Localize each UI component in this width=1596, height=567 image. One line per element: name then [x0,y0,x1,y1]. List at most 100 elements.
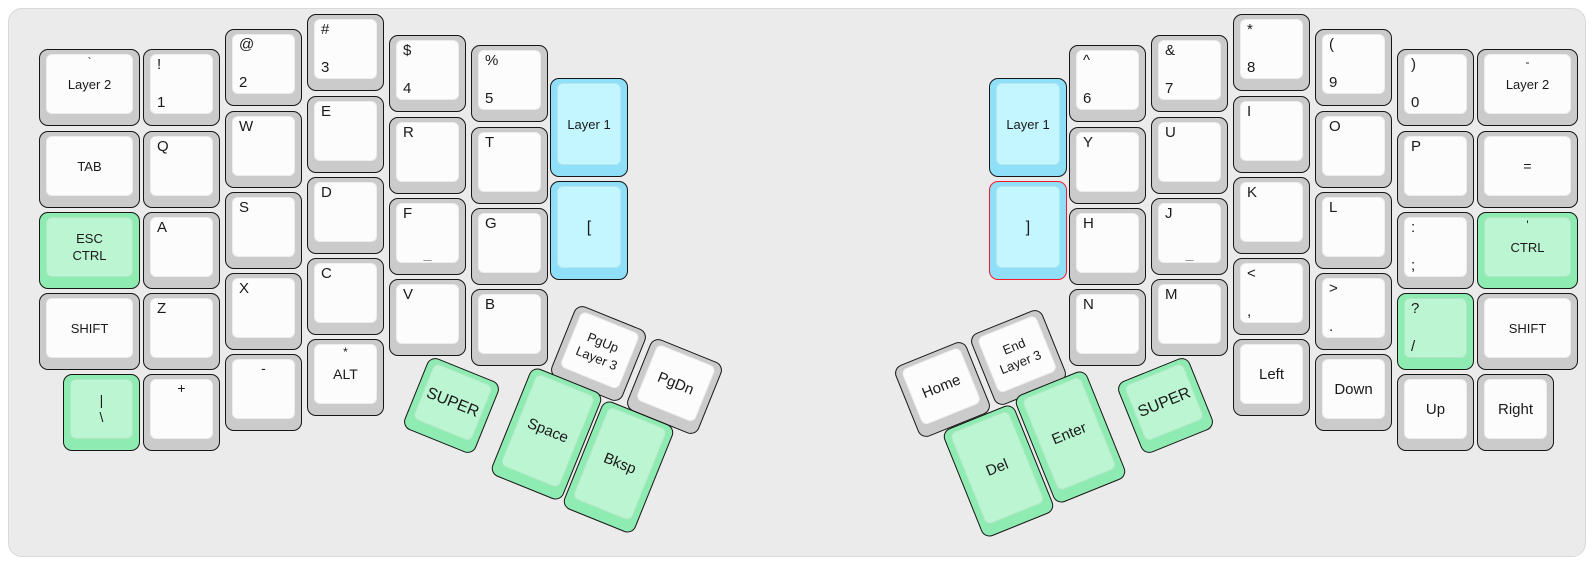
key-minus[interactable]: - [225,354,302,431]
keycap-face: + [150,379,213,439]
key-label-group: ALT [314,344,377,404]
key-label: Right [1497,400,1534,418]
key-label: ; [1411,257,1416,274]
key-j[interactable]: J_ [1151,198,1228,275]
key-plus[interactable]: + [143,374,220,451]
keycap-face: %5 [478,50,541,110]
key-v[interactable]: V [389,279,466,356]
key-9-paren[interactable]: (9 [1315,29,1392,106]
key-pipe-backslash[interactable]: |\ [63,374,140,451]
key-label: 4 [403,80,412,97]
key-slash-question[interactable]: ?/ [1397,293,1474,370]
key-a[interactable]: A [143,212,220,289]
key-4-dollar[interactable]: $4 [389,35,466,112]
key-1-exclam[interactable]: !1 [143,49,220,126]
key-d[interactable]: D [307,177,384,254]
key-super-right[interactable]: SUPER [1115,355,1216,456]
key-label-group: SHIFT [46,298,133,358]
key-label: Down [1334,380,1373,398]
key-label-group: Layer 2 [46,54,133,114]
key-c[interactable]: C [307,258,384,335]
key-right-arrow[interactable]: Right [1477,374,1554,451]
keycap-face: L [1322,197,1385,257]
keycap-face: [ [557,186,621,268]
key-label: 1 [157,94,166,111]
keycap-face: Y [1076,132,1139,192]
key-k[interactable]: K [1233,177,1310,254]
key-right-bracket[interactable]: ] [989,181,1067,280]
keycap-face: Z [150,298,213,358]
key-g[interactable]: G [471,208,548,285]
keycap-face: = [1484,136,1571,196]
key-q[interactable]: Q [143,131,220,208]
key-label: = [1523,157,1532,174]
key-h[interactable]: H [1069,208,1146,285]
key-e[interactable]: E [307,96,384,173]
key-label: Space [524,414,571,447]
key-label: CTRL [1510,239,1545,255]
key-y[interactable]: Y [1069,127,1146,204]
key-o[interactable]: O [1315,111,1392,188]
key-label: Enter [1049,419,1089,449]
key-semicolon-colon[interactable]: :; [1397,212,1474,289]
key-left-bracket[interactable]: [ [550,181,628,280]
key-f[interactable]: F_ [389,198,466,275]
key-minus-layer2[interactable]: -Layer 2 [1477,49,1578,126]
key-6-caret[interactable]: ^6 [1069,45,1146,122]
key-up-arrow[interactable]: Up [1397,374,1474,451]
key-x[interactable]: X [225,273,302,350]
key-layer1-right[interactable]: Layer 1 [989,78,1067,177]
key-label: Layer 1 [1006,116,1050,132]
key-tab[interactable]: TAB [39,131,140,208]
key-label: 8 [1247,59,1256,76]
keycap-face: O [1322,116,1385,176]
key-8-star[interactable]: *8 [1233,14,1310,91]
key-label-group: Layer 1 [996,83,1060,165]
key-u[interactable]: U [1151,117,1228,194]
keycap-face: >. [1322,278,1385,338]
key-label: M [1165,286,1178,303]
keycap-face: A [150,217,213,277]
keycap-face: K [1240,182,1303,242]
key-label-group: |\ [70,379,133,439]
key-3-hash[interactable]: #3 [307,14,384,91]
key-m[interactable]: M [1151,279,1228,356]
key-label: Q [157,138,169,155]
key-super-left[interactable]: SUPER [401,355,502,456]
key-label: Layer 2 [67,76,112,92]
keycap-face: X [232,278,295,338]
key-shift-right[interactable]: SHIFT [1477,293,1578,370]
key-l[interactable]: L [1315,192,1392,269]
keycap-face: I [1240,101,1303,161]
key-2-at[interactable]: @2 [225,29,302,106]
key-layer1-left[interactable]: Layer 1 [550,78,628,177]
key-5-percent[interactable]: %5 [471,45,548,122]
key-backtick-layer2[interactable]: `Layer 2 [39,49,140,126]
key-z[interactable]: Z [143,293,220,370]
key-w[interactable]: W [225,111,302,188]
key-down-arrow[interactable]: Down [1315,354,1392,431]
keycap-face: *ALT [314,344,377,404]
keycap-face: SHIFT [46,298,133,358]
key-s[interactable]: S [225,192,302,269]
key-7-amp[interactable]: &7 [1151,35,1228,112]
key-star-alt[interactable]: *ALT [307,339,384,416]
key-label: \ [99,409,104,425]
key-p[interactable]: P [1397,131,1474,208]
key-r[interactable]: R [389,117,466,194]
key-equals[interactable]: = [1477,131,1578,208]
key-t[interactable]: T [471,127,548,204]
key-shift-left[interactable]: SHIFT [39,293,140,370]
key-comma-lt[interactable]: <, [1233,258,1310,335]
key-0-paren[interactable]: )0 [1397,49,1474,126]
key-quote-ctrl[interactable]: 'CTRL [1477,212,1578,289]
key-b[interactable]: B [471,289,548,366]
key-label-group: TAB [46,136,133,196]
key-n[interactable]: N [1069,289,1146,366]
key-left-arrow[interactable]: Left [1233,339,1310,416]
keycap-face: PgDn [635,343,717,423]
key-period-gt[interactable]: >. [1315,273,1392,350]
key-i[interactable]: I [1233,96,1310,173]
